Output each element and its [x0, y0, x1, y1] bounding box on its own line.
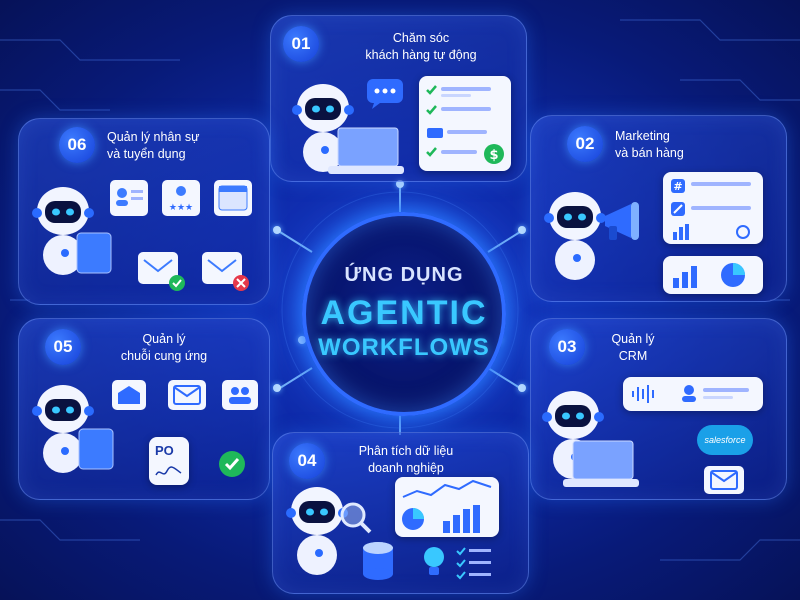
analytics-panel — [663, 256, 763, 294]
po-document-icon: PO — [149, 437, 189, 485]
robot-icon — [292, 84, 354, 172]
card-title: Phân tích dữ liệu doanh nghiệp — [331, 443, 481, 477]
rating-card-icon: ★★★ — [162, 180, 200, 216]
checklist-icon — [456, 547, 491, 580]
card-title: Marketing và bán hàng — [615, 128, 765, 162]
magnifier-icon — [340, 502, 372, 534]
chat-bubble-icon — [367, 79, 403, 109]
card-title: Chăm sóc khách hàng tự động — [331, 30, 511, 64]
lightbulb-icon — [424, 547, 444, 575]
signature-icon — [155, 466, 182, 476]
bar-chart-icon — [673, 224, 689, 240]
card-06-hr-recruitment: 06 Quản lý nhân sự và tuyển dụng ★★★ — [18, 118, 270, 305]
pie-chart-icon — [402, 508, 424, 530]
check-icon — [219, 451, 245, 477]
card-number: 06 — [59, 127, 95, 163]
card-title-line1: Quản lý nhân sự — [107, 130, 200, 144]
megaphone-icon — [605, 202, 639, 240]
analytics-panel-content — [673, 263, 745, 288]
mail-icon — [168, 380, 206, 410]
hub-title-line1: ỨNG DỤNG — [344, 264, 464, 286]
card-05-supply-chain: 05 Quản lý chuỗi cung ứng PO — [18, 318, 270, 500]
pie-chart-icon — [721, 263, 745, 287]
marketing-panel: # — [663, 172, 763, 244]
analytics-dashboard-panel — [395, 477, 499, 537]
pencil-icon — [673, 204, 683, 214]
card-number: 05 — [45, 329, 81, 365]
calendar-icon — [214, 180, 252, 216]
connector-node — [518, 226, 526, 234]
tablet-icon — [78, 428, 114, 470]
card-title-line2: chuỗi cung ứng — [120, 349, 208, 363]
voice-wave-icon — [632, 385, 654, 403]
users-icon — [222, 380, 258, 410]
svg-text:$: $ — [489, 148, 498, 163]
card-title-line2: khách hàng tự động — [365, 48, 477, 62]
card-title-line2: và tuyển dụng — [107, 147, 186, 161]
analytics-dashboard-content — [402, 479, 492, 533]
card-title-line2: và bán hàng — [615, 146, 684, 160]
robot-icon — [286, 487, 348, 575]
robot-icon — [32, 385, 94, 473]
card-title: Quản lý nhân sự và tuyển dụng — [107, 129, 257, 163]
connector-node — [273, 384, 281, 392]
connector-node — [518, 384, 526, 392]
card-title-line1: Phân tích dữ liệu — [358, 444, 454, 458]
card-03-crm: 03 Quản lý CRM — [530, 318, 787, 500]
center-hub: ỨNG DỤNG AGENTIC WORKFLOWS — [302, 212, 506, 416]
card-01-customer-care: 01 Chăm sóc khách hàng tự động $ — [270, 15, 527, 182]
mail-check-icon — [138, 252, 185, 291]
card-number: 01 — [283, 26, 319, 62]
bar-chart-icon — [443, 505, 480, 533]
tablet-icon — [76, 232, 112, 274]
card-02-marketing-sales: 02 Marketing và bán hàng # — [530, 115, 787, 302]
svg-text:★★★: ★★★ — [169, 203, 193, 213]
connector-node — [396, 180, 404, 188]
laptop-icon — [563, 440, 639, 487]
laptop-icon — [328, 127, 404, 174]
database-icon — [363, 542, 393, 580]
marketing-panel-content: # — [671, 179, 751, 240]
bar-chart-icon — [673, 266, 697, 288]
contact-card-icon — [682, 385, 749, 402]
card-title-line2: doanh nghiệp — [368, 461, 444, 475]
robot-icon — [544, 192, 606, 280]
card-number: 03 — [549, 329, 585, 365]
salesforce-cloud-icon: salesforce — [697, 425, 753, 455]
card-title-line1: Chăm sóc — [392, 31, 450, 45]
hub-title-line3: WORKFLOWS — [318, 334, 490, 361]
connector-node — [273, 226, 281, 234]
card-title-line1: Quản lý — [142, 332, 186, 346]
card-title-line1: Quản lý — [611, 332, 655, 346]
hub-title-line2: AGENTIC — [320, 294, 488, 332]
card-number: 04 — [289, 443, 325, 479]
line-chart-icon — [402, 479, 492, 498]
card-title-line2: CRM — [618, 349, 648, 363]
mail-icon — [704, 466, 744, 494]
checklist-icon: $ — [426, 85, 504, 164]
crm-panel — [623, 377, 763, 411]
mail-reject-icon — [202, 252, 249, 291]
warehouse-icon — [112, 380, 146, 410]
id-card-icon — [110, 180, 148, 216]
card-title: Quản lý CRM — [593, 331, 673, 365]
crm-panel-content — [632, 385, 749, 403]
card-number: 02 — [567, 126, 603, 162]
connector-node — [298, 336, 306, 344]
card-title-line1: Marketing — [615, 129, 670, 143]
po-label: PO — [155, 443, 174, 458]
hashtag-icon: # — [673, 180, 682, 193]
robot-icon — [32, 187, 94, 275]
clock-icon — [736, 225, 750, 239]
card-title: Quản lý chuỗi cung ứng — [89, 331, 239, 365]
card-04-business-analytics: 04 Phân tích dữ liệu doanh nghiệp — [272, 432, 529, 594]
checklist-panel: $ — [419, 76, 511, 171]
